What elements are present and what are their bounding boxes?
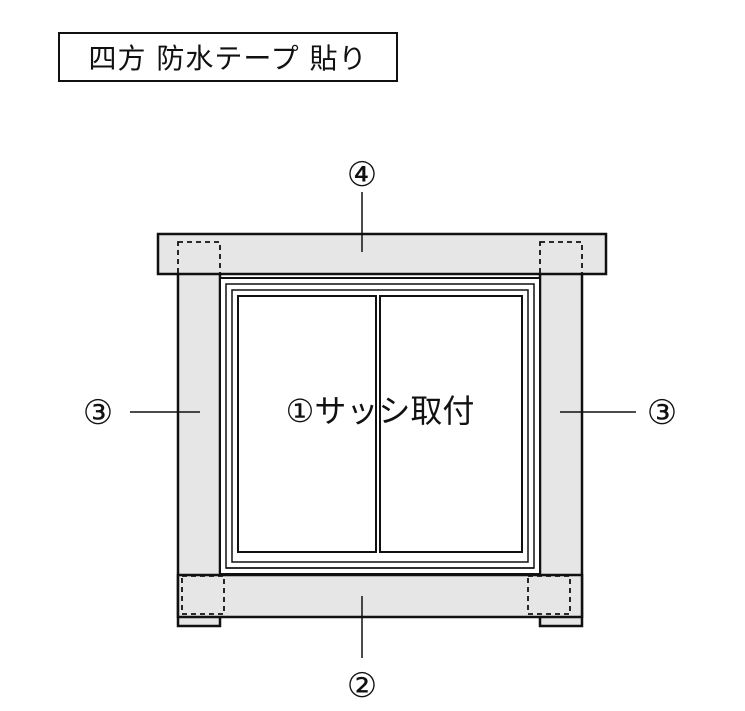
label-top: ④ — [347, 155, 377, 195]
left-glass-pane — [237, 295, 377, 553]
top-tape — [156, 232, 608, 276]
overlap-marker-bottom-right — [527, 575, 571, 615]
bottom-tape — [176, 573, 584, 619]
label-right: ③ — [647, 393, 677, 433]
right-tape — [538, 270, 584, 628]
left-tape — [176, 270, 222, 628]
label-left: ③ — [83, 393, 113, 433]
label-bottom: ② — [347, 666, 377, 706]
diagram-title: 四方 防水テープ 貼り — [58, 32, 398, 82]
overlap-marker-bottom-left — [181, 575, 225, 615]
label-center: ①サッシ取付 — [286, 392, 475, 430]
overlap-marker-top-right — [539, 241, 583, 275]
right-glass-pane — [379, 295, 523, 553]
window-sash — [219, 277, 541, 575]
overlap-marker-top-left — [177, 241, 221, 275]
